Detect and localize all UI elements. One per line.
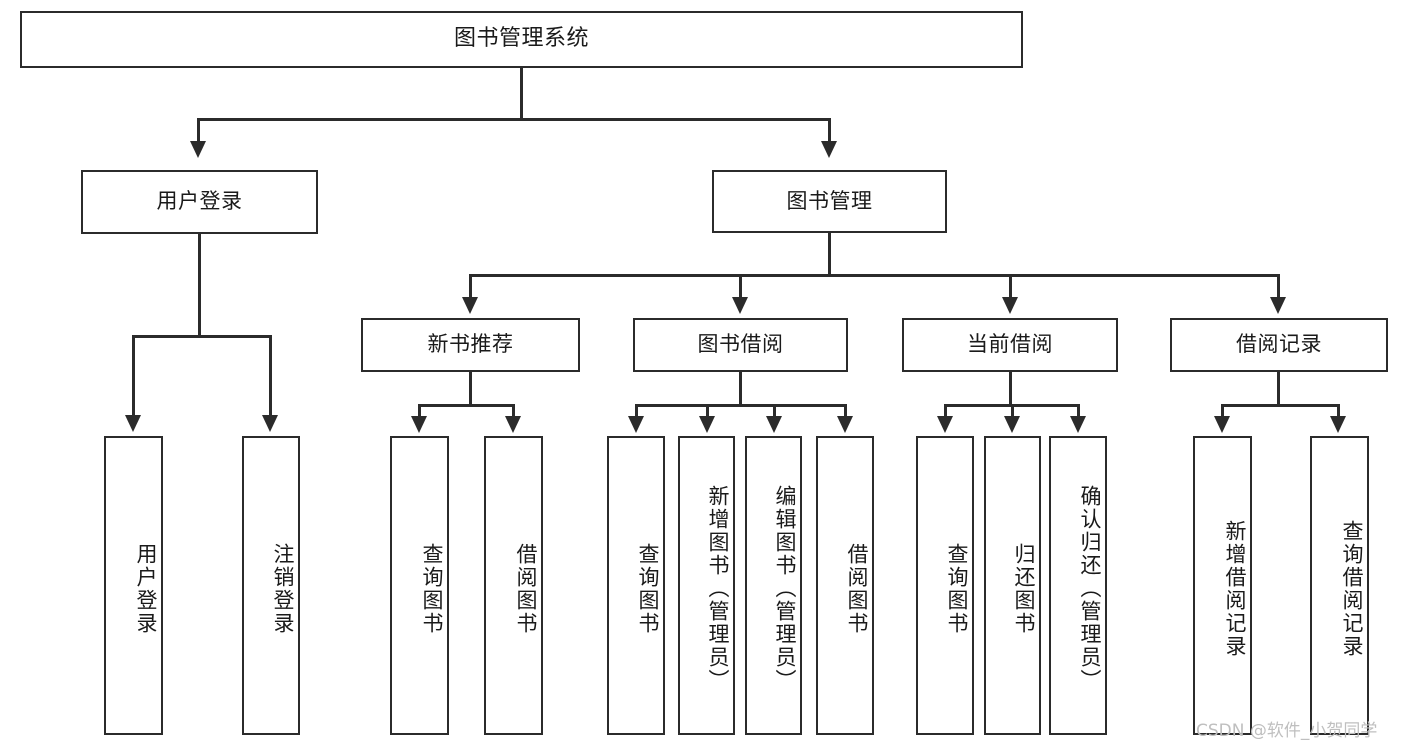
arrow-to-user-login [190,141,206,158]
arrow-to-book-management [821,141,837,158]
connector-nbr-leaf1 [418,404,421,418]
node-leaf-edit-book-admin[interactable]: 编辑图书（管理员） [745,436,802,735]
arrow-br-leaf1 [1214,416,1230,433]
arrow-to-book-borrow [732,297,748,314]
node-new-book-recommend[interactable]: 新书推荐 [361,318,580,372]
node-leaf-add-book-admin[interactable]: 新增图书（管理员） [678,436,735,735]
node-user-login[interactable]: 用户登录 [81,170,318,234]
connector-to-current-borrow [1009,274,1012,299]
connector-to-borrow-record [1277,274,1280,299]
connector-to-new-book-recommend [469,274,472,299]
connector-to-book-management [828,118,831,143]
node-label: 图书管理系统 [453,26,589,52]
connector-new-book-recommend-bar [418,404,515,407]
node-label: 借阅图书 [514,542,538,635]
connector-br-leaf2 [1337,404,1340,418]
node-label: 查询借阅记录 [1340,519,1364,658]
connector-root-stem [520,68,523,119]
connector-level2-split-bar [469,274,1279,277]
node-leaf-return-book[interactable]: 归还图书 [984,436,1041,735]
arrow-to-logout-leaf [262,415,278,432]
node-leaf-query-borrow-record[interactable]: 查询借阅记录 [1310,436,1369,735]
node-label: 查询图书 [420,542,444,635]
node-label: 图书管理 [786,188,873,213]
connector-new-book-recommend-stem [469,372,472,406]
node-label: 新书推荐 [427,332,514,357]
connector-br-leaf1 [1221,404,1224,418]
connector-to-user-login [197,118,200,143]
node-label: 新增借阅记录 [1223,519,1247,658]
connector-bb-leaf4 [844,404,847,418]
connector-bb-leaf2 [706,404,709,418]
node-leaf-borrow-book-nbr[interactable]: 借阅图书 [484,436,543,735]
node-label: 归还图书 [1012,542,1036,635]
connector-book-management-stem [828,233,831,276]
node-leaf-query-book-bb[interactable]: 查询图书 [607,436,665,735]
node-leaf-logout[interactable]: 注销登录 [242,436,300,735]
connector-to-book-borrow [739,274,742,299]
node-label: 用户登录 [134,542,158,635]
arrow-bb-leaf2 [699,416,715,433]
connector-to-logout-leaf [269,335,272,417]
csdn-watermark: CSDN @软件_小贺同学 [1196,721,1378,741]
node-borrow-record[interactable]: 借阅记录 [1170,318,1388,372]
arrow-bb-leaf1 [628,416,644,433]
connector-user-login-stem [198,234,201,337]
node-leaf-query-book-nbr[interactable]: 查询图书 [390,436,449,735]
connector-book-borrow-bar [635,404,847,407]
node-leaf-query-book-cb[interactable]: 查询图书 [916,436,974,735]
connector-borrow-record-bar [1221,404,1339,407]
connector-bb-leaf1 [635,404,638,418]
node-label: 新增图书（管理员） [706,485,730,692]
connector-cb-leaf1 [944,404,947,418]
arrow-nbr-leaf2 [505,416,521,433]
arrow-nbr-leaf1 [411,416,427,433]
connector-book-borrow-stem [739,372,742,406]
node-label: 用户登录 [156,189,243,214]
connector-cb-leaf3 [1077,404,1080,418]
connector-current-borrow-stem [1009,372,1012,406]
node-label: 借阅记录 [1236,332,1322,357]
arrow-to-current-borrow [1002,297,1018,314]
connector-borrow-record-stem [1277,372,1280,406]
node-leaf-add-borrow-record[interactable]: 新增借阅记录 [1193,436,1252,735]
arrow-bb-leaf3 [766,416,782,433]
connector-to-user-login-leaf [132,335,135,417]
connector-root-split-bar [197,118,831,121]
node-root-book-management-system[interactable]: 图书管理系统 [20,11,1023,68]
arrow-to-new-book-recommend [462,297,478,314]
node-label: 查询图书 [945,542,969,635]
arrow-cb-leaf2 [1004,416,1020,433]
node-label: 借阅图书 [845,542,869,635]
arrow-br-leaf2 [1330,416,1346,433]
arrow-cb-leaf1 [937,416,953,433]
arrow-cb-leaf3 [1070,416,1086,433]
connector-bb-leaf3 [773,404,776,418]
connector-user-login-split-bar [132,335,271,338]
node-book-management[interactable]: 图书管理 [712,170,947,233]
node-leaf-confirm-return-admin[interactable]: 确认归还（管理员） [1049,436,1107,735]
node-label: 图书借阅 [697,332,784,357]
node-book-borrow[interactable]: 图书借阅 [633,318,848,372]
node-label: 编辑图书（管理员） [773,485,797,692]
arrow-bb-leaf4 [837,416,853,433]
node-label: 注销登录 [271,542,295,635]
connector-cb-leaf2 [1011,404,1014,418]
connector-nbr-leaf2 [512,404,515,418]
node-current-borrow[interactable]: 当前借阅 [902,318,1118,372]
node-label: 当前借阅 [967,332,1053,357]
node-label: 确认归还（管理员） [1078,485,1102,692]
node-label: 查询图书 [636,542,660,635]
arrow-to-user-login-leaf [125,415,141,432]
node-leaf-user-login[interactable]: 用户登录 [104,436,163,735]
node-leaf-borrow-book-bb[interactable]: 借阅图书 [816,436,874,735]
arrow-to-borrow-record [1270,297,1286,314]
